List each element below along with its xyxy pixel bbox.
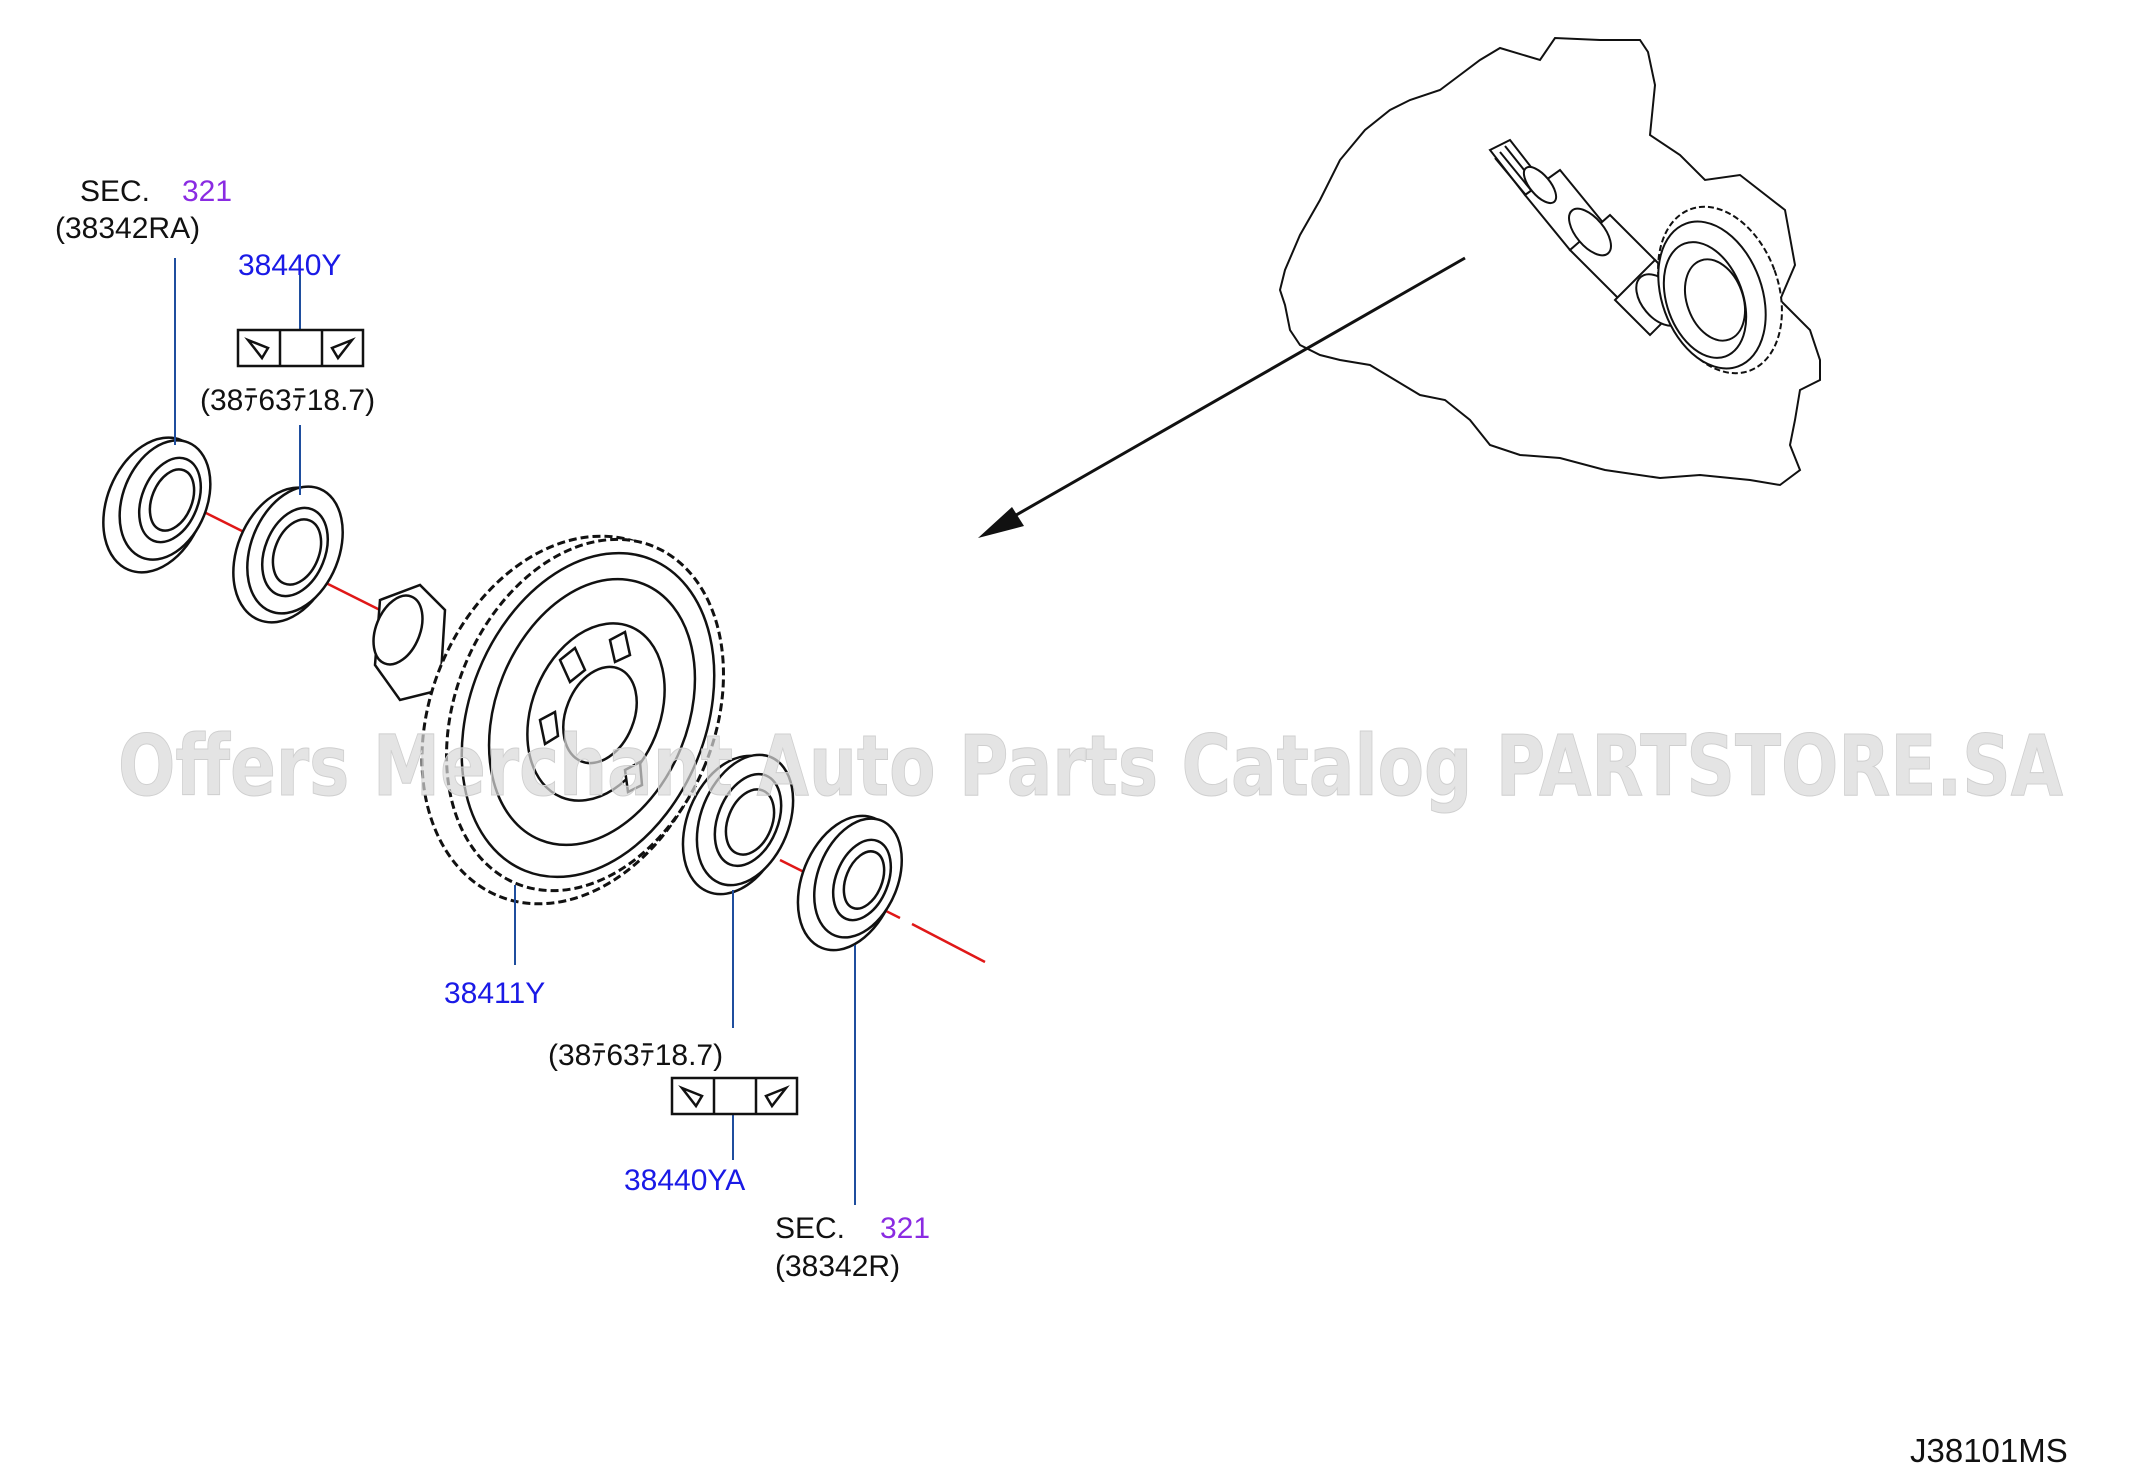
sec-bottom-number[interactable]: 321 [880,1212,930,1245]
part-link-38440ya[interactable]: 38440YA [624,1164,745,1197]
sec-bottom-ref: (38342R) [775,1250,900,1283]
bearing-top[interactable] [214,472,360,638]
bearing-size-bottom: (38ﾃ63ﾃ18.7) [548,1039,723,1072]
case-outline [1278,36,1821,487]
output-gear [1657,205,1783,375]
bearing-symbol-top [236,328,365,368]
transaxle-inset [978,36,1821,538]
bearing-size-top: (38ﾃ63ﾃ18.7) [200,384,375,417]
part-link-38411y[interactable]: 38411Y [444,977,545,1010]
part-link-38440y[interactable]: 38440Y [238,249,341,282]
sec-top-prefix: SEC. [80,175,150,208]
reference-arrow [978,256,1466,538]
label-sec-top[interactable]: SEC. 321 (38342RA) [55,175,232,245]
differential-gear[interactable] [364,491,774,948]
oil-seal-left[interactable] [84,422,227,588]
oil-seal-right[interactable] [779,801,918,965]
sec-top-ref: (38342RA) [55,212,200,245]
sec-top-number[interactable]: 321 [182,175,232,208]
watermark-text: Offers Merchant Auto Parts Catalog PARTS… [118,717,2063,815]
bearing-symbol-bottom [670,1076,799,1116]
diagram-code: J38101MS [1910,1432,2068,1469]
label-sec-bottom[interactable]: SEC. 321 (38342R) [775,1212,930,1283]
sec-bottom-prefix: SEC. [775,1212,845,1245]
bearing-bottom[interactable] [664,740,812,909]
leader-lines [174,258,856,1205]
